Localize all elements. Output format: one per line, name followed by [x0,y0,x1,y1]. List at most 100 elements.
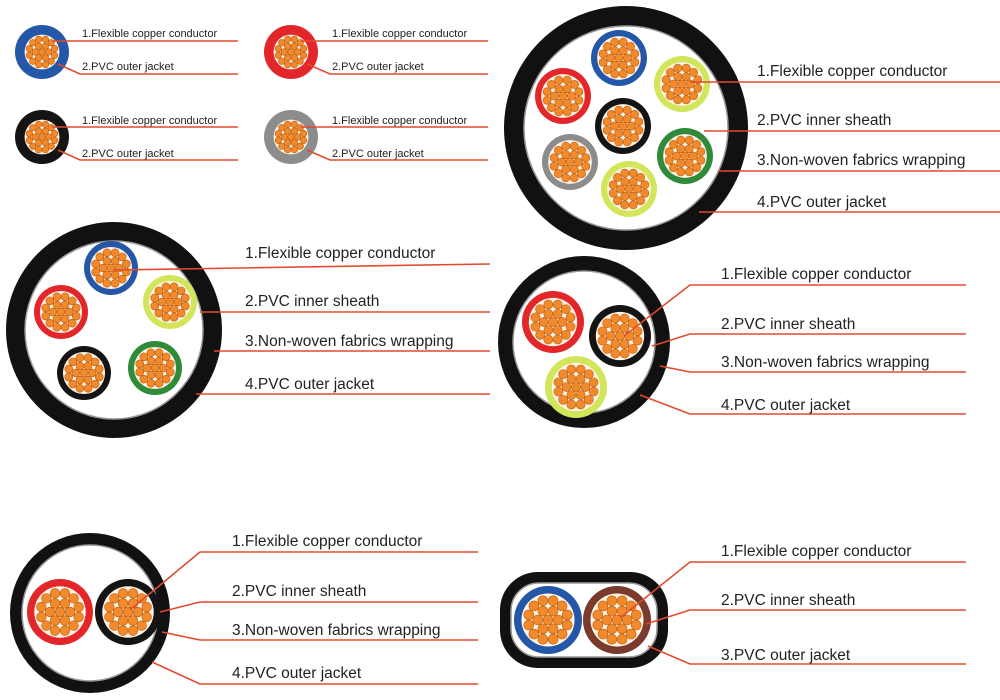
copper-strand [575,364,586,375]
copper-strand [31,133,39,141]
copper-strand [41,303,51,313]
copper-strand [294,48,302,56]
copper-strand [561,173,571,183]
copper-strand [696,147,706,157]
copper-strand [29,142,37,150]
copper-strand [622,137,632,147]
copper-strand [117,252,127,262]
copper-strand [554,84,564,94]
copper-strand [60,314,70,324]
copper-strand [41,127,49,135]
label-conductor: 1.Flexible copper conductor [721,266,911,283]
copper-strand [689,91,698,100]
copper-strand [684,158,694,168]
copper-strand [610,348,621,359]
copper-strand [47,142,55,150]
copper-strand [610,121,620,131]
label-fabric-wrapping: 3.Non-woven fabrics wrapping [232,622,441,639]
copper-strand [290,54,298,62]
copper-strand [535,304,546,315]
copper-strand [91,267,101,277]
copper-strand [25,130,33,138]
copper-strand [688,151,698,161]
copper-strand [628,191,638,201]
copper-strand [284,127,292,135]
copper-strand [274,45,282,53]
copper-strand [51,51,59,59]
copper-strand [620,168,630,178]
copper-strand [68,593,79,604]
copper-strand [294,133,302,141]
conductor [34,285,88,339]
copper-strand [565,157,575,167]
copper-strand [64,364,74,374]
copper-strand [29,39,37,47]
copper-strand [528,600,540,612]
label-inner-sheath: 2.PVC inner sheath [232,583,366,600]
copper-strand [165,367,175,377]
copper-strand [543,299,554,310]
copper-strand [676,167,686,177]
copper-strand [135,367,145,377]
copper-strand [618,60,628,70]
copper-strand [560,329,571,340]
copper-strand [560,304,571,315]
copper-strand [41,61,49,69]
label-outer-jacket: 2.PVC outer jacket [332,61,424,73]
copper-strand [602,117,612,127]
copper-strand [41,42,49,50]
copper-strand [274,51,282,59]
copper-strand [95,274,105,284]
copper-strand [597,335,608,346]
copper-strand [588,377,599,388]
label-outer-jacket: 4.PVC outer jacket [232,665,362,682]
copper-strand [618,37,628,47]
copper-strand [169,290,179,300]
copper-strand [603,65,612,74]
copper-strand [565,321,576,332]
copper-strand [566,390,577,400]
copper-strand [537,623,549,635]
copper-strand [110,256,120,266]
copper-strand [51,130,59,138]
conductor [583,586,651,654]
copper-strand [52,300,62,310]
copper-strand [669,79,679,89]
copper-strand [49,625,61,636]
copper-strand [136,593,147,604]
copper-strand [41,35,49,43]
copper-strand [614,114,624,124]
copper-strand [542,95,552,105]
copper-strand [626,65,635,74]
copper-strand [538,317,549,327]
copper-strand [64,307,74,317]
copper-strand [142,363,152,373]
copper-strand [616,184,626,194]
copper-strand [619,323,630,333]
conductor [143,275,197,329]
copper-strand [577,169,586,178]
copper-strand [41,146,49,154]
copper-strand [68,379,78,389]
cable-five-core: 1.Flexible copper conductor 2.PVC inner … [504,6,1000,250]
copper-strand [553,386,564,397]
copper-strand [681,86,691,96]
copper-strand [284,139,292,147]
copper-strand [549,153,559,163]
copper-strand [581,161,591,171]
label-fabric-wrapping: 3.Non-woven fabrics wrapping [245,333,454,350]
copper-strand [154,356,164,366]
copper-strand [622,114,632,124]
copper-strand [661,83,671,93]
leader-lines [623,284,966,415]
label-outer-jacket: 4.PVC outer jacket [757,194,887,211]
copper-strand [634,117,644,127]
copper-strand [561,150,571,160]
copper-strand [52,322,62,332]
copper-strand [610,313,621,324]
copper-strand [547,80,556,89]
copper-strand [51,45,59,53]
copper-strand [87,368,97,378]
copper-strand [610,46,620,56]
